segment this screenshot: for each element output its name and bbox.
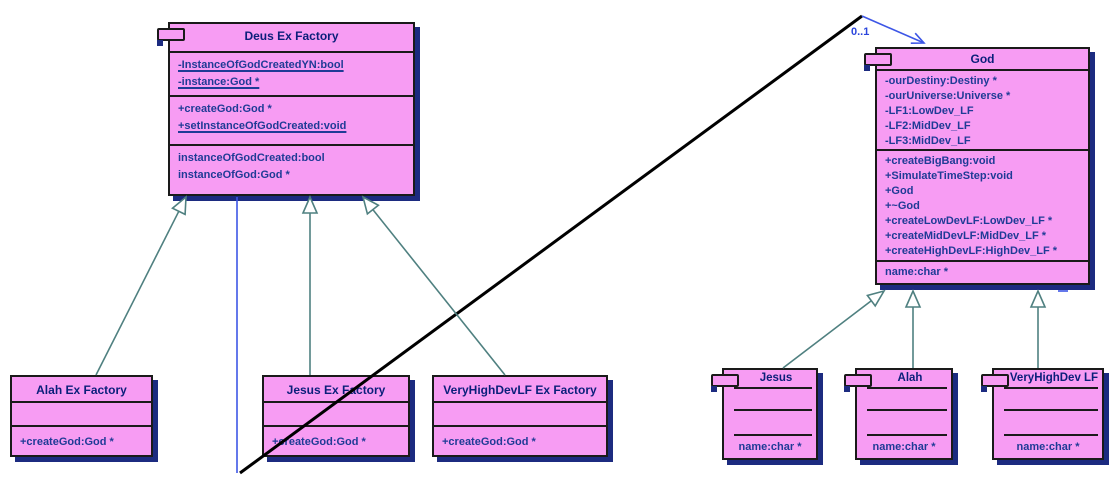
- class-title: Alah: [897, 372, 923, 384]
- class-title: Jesus Ex Factory: [286, 383, 386, 397]
- class-box-jesus[interactable]: Jesus name:char *: [711, 368, 818, 460]
- class-compartment: +createGod:God *: [264, 425, 408, 455]
- class-compartment: -ourDestiny:Destiny * -ourUniverse:Univer…: [877, 69, 1088, 149]
- class-member: -LF3:MidDev_LF: [885, 135, 971, 147]
- association-segment-to-god: [861, 15, 925, 44]
- class-member: +createHighDevLF:HighDev_LF *: [885, 245, 1058, 257]
- generalization-arrowhead: [866, 289, 886, 308]
- generalization-jesus-line: [782, 300, 872, 369]
- class-title: Alah Ex Factory: [36, 383, 127, 397]
- class-compartment: name:char *: [724, 434, 816, 458]
- class-member: instanceOfGod:God *: [178, 169, 290, 181]
- generalization-arrowhead: [1029, 289, 1047, 308]
- class-title: Deus Ex Factory: [244, 29, 339, 43]
- class-compartment: [434, 401, 606, 425]
- class-box-alah[interactable]: Alah name:char *: [844, 368, 953, 460]
- class-member: -instance:God *: [178, 76, 260, 88]
- class-member: name:char *: [885, 266, 948, 278]
- class-member: +createGod:God *: [442, 436, 536, 448]
- class-compartment: +createBigBang:void +SimulateTimeStep:voi…: [877, 149, 1088, 260]
- class-member: +createGod:God *: [272, 436, 366, 448]
- class-compartment: [264, 401, 408, 425]
- generalization-arrowhead: [301, 195, 319, 214]
- class-member: +createLowDevLF:LowDev_LF *: [885, 215, 1053, 227]
- class-compartment: +createGod:God *: [12, 425, 151, 455]
- class-box-veryhighdevlf-ex-factory[interactable]: VeryHighDevLF Ex Factory +createGod:God …: [432, 375, 608, 457]
- class-member: -InstanceOfGodCreatedYN:bool: [178, 59, 344, 71]
- class-compartment: [12, 401, 151, 425]
- class-member: instanceOfGodCreated:bool: [178, 152, 325, 164]
- class-box-alah-ex-factory[interactable]: Alah Ex Factory +createGod:God *: [10, 375, 153, 457]
- class-compartment: name:char *: [994, 434, 1102, 458]
- class-member: +createGod:God *: [178, 103, 272, 115]
- generalization-vhdfactory-line: [372, 209, 506, 376]
- class-compartment: +createGod:God * +setInstanceOfGodCreated…: [170, 95, 413, 144]
- class-member: name:char *: [738, 441, 802, 453]
- class-compartment: [724, 409, 816, 434]
- class-member: -LF1:LowDev_LF: [885, 105, 974, 117]
- class-compartment: [994, 409, 1102, 434]
- class-icon: [157, 28, 185, 46]
- class-compartment: -InstanceOfGodCreatedYN:bool -instance:Go…: [170, 51, 413, 95]
- class-box-veryhighdev-lf[interactable]: VeryHighDev LF name:char *: [981, 368, 1104, 460]
- class-member: +SimulateTimeStep:void: [885, 170, 1013, 182]
- class-member: +setInstanceOfGodCreated:void: [178, 120, 347, 132]
- generalization-arrowhead: [361, 195, 380, 216]
- class-icon: [711, 374, 739, 392]
- generalization-alahfactory-line: [95, 210, 180, 376]
- class-member: -LF2:MidDev_LF: [885, 120, 971, 132]
- class-compartment: name:char *: [857, 434, 951, 458]
- class-member: name:char *: [1016, 441, 1080, 453]
- class-compartment: +createGod:God *: [434, 425, 606, 455]
- class-box-god[interactable]: God -ourDestiny:Destiny * -ourUniverse:Un…: [864, 47, 1090, 285]
- multiplicity-label: 0..1: [851, 26, 870, 38]
- generalization-arrowhead: [904, 289, 922, 308]
- class-compartment: [724, 387, 816, 409]
- class-compartment: instanceOfGodCreated:bool instanceOfGod:G…: [170, 144, 413, 194]
- class-member: +~God: [885, 200, 920, 212]
- class-icon: [981, 374, 1009, 392]
- class-box-deus-ex-factory[interactable]: Deus Ex Factory -InstanceOfGodCreatedYN:…: [157, 22, 415, 196]
- class-member: +createMidDevLF:MidDev_LF *: [885, 230, 1047, 242]
- association-arrowhead: [910, 32, 926, 44]
- class-compartment: [994, 387, 1102, 409]
- class-member: name:char *: [872, 441, 936, 453]
- class-title: God: [970, 52, 995, 66]
- class-member: +God: [885, 185, 914, 197]
- class-title: VeryHighDev LF: [1009, 372, 1099, 384]
- class-title: VeryHighDevLF Ex Factory: [443, 383, 597, 397]
- class-member: +createGod:God *: [20, 436, 114, 448]
- class-member: +createBigBang:void: [885, 155, 996, 167]
- generalization-arrowhead: [171, 195, 187, 216]
- class-icon: [864, 53, 892, 71]
- class-icon: [844, 374, 872, 392]
- class-compartment: [857, 409, 951, 434]
- class-compartment: [857, 387, 951, 409]
- class-member: -ourUniverse:Universe *: [885, 90, 1011, 102]
- class-box-jesus-ex-factory[interactable]: Jesus Ex Factory +createGod:God *: [262, 375, 410, 457]
- class-member: -ourDestiny:Destiny *: [885, 75, 997, 87]
- class-compartment: name:char *: [877, 260, 1088, 283]
